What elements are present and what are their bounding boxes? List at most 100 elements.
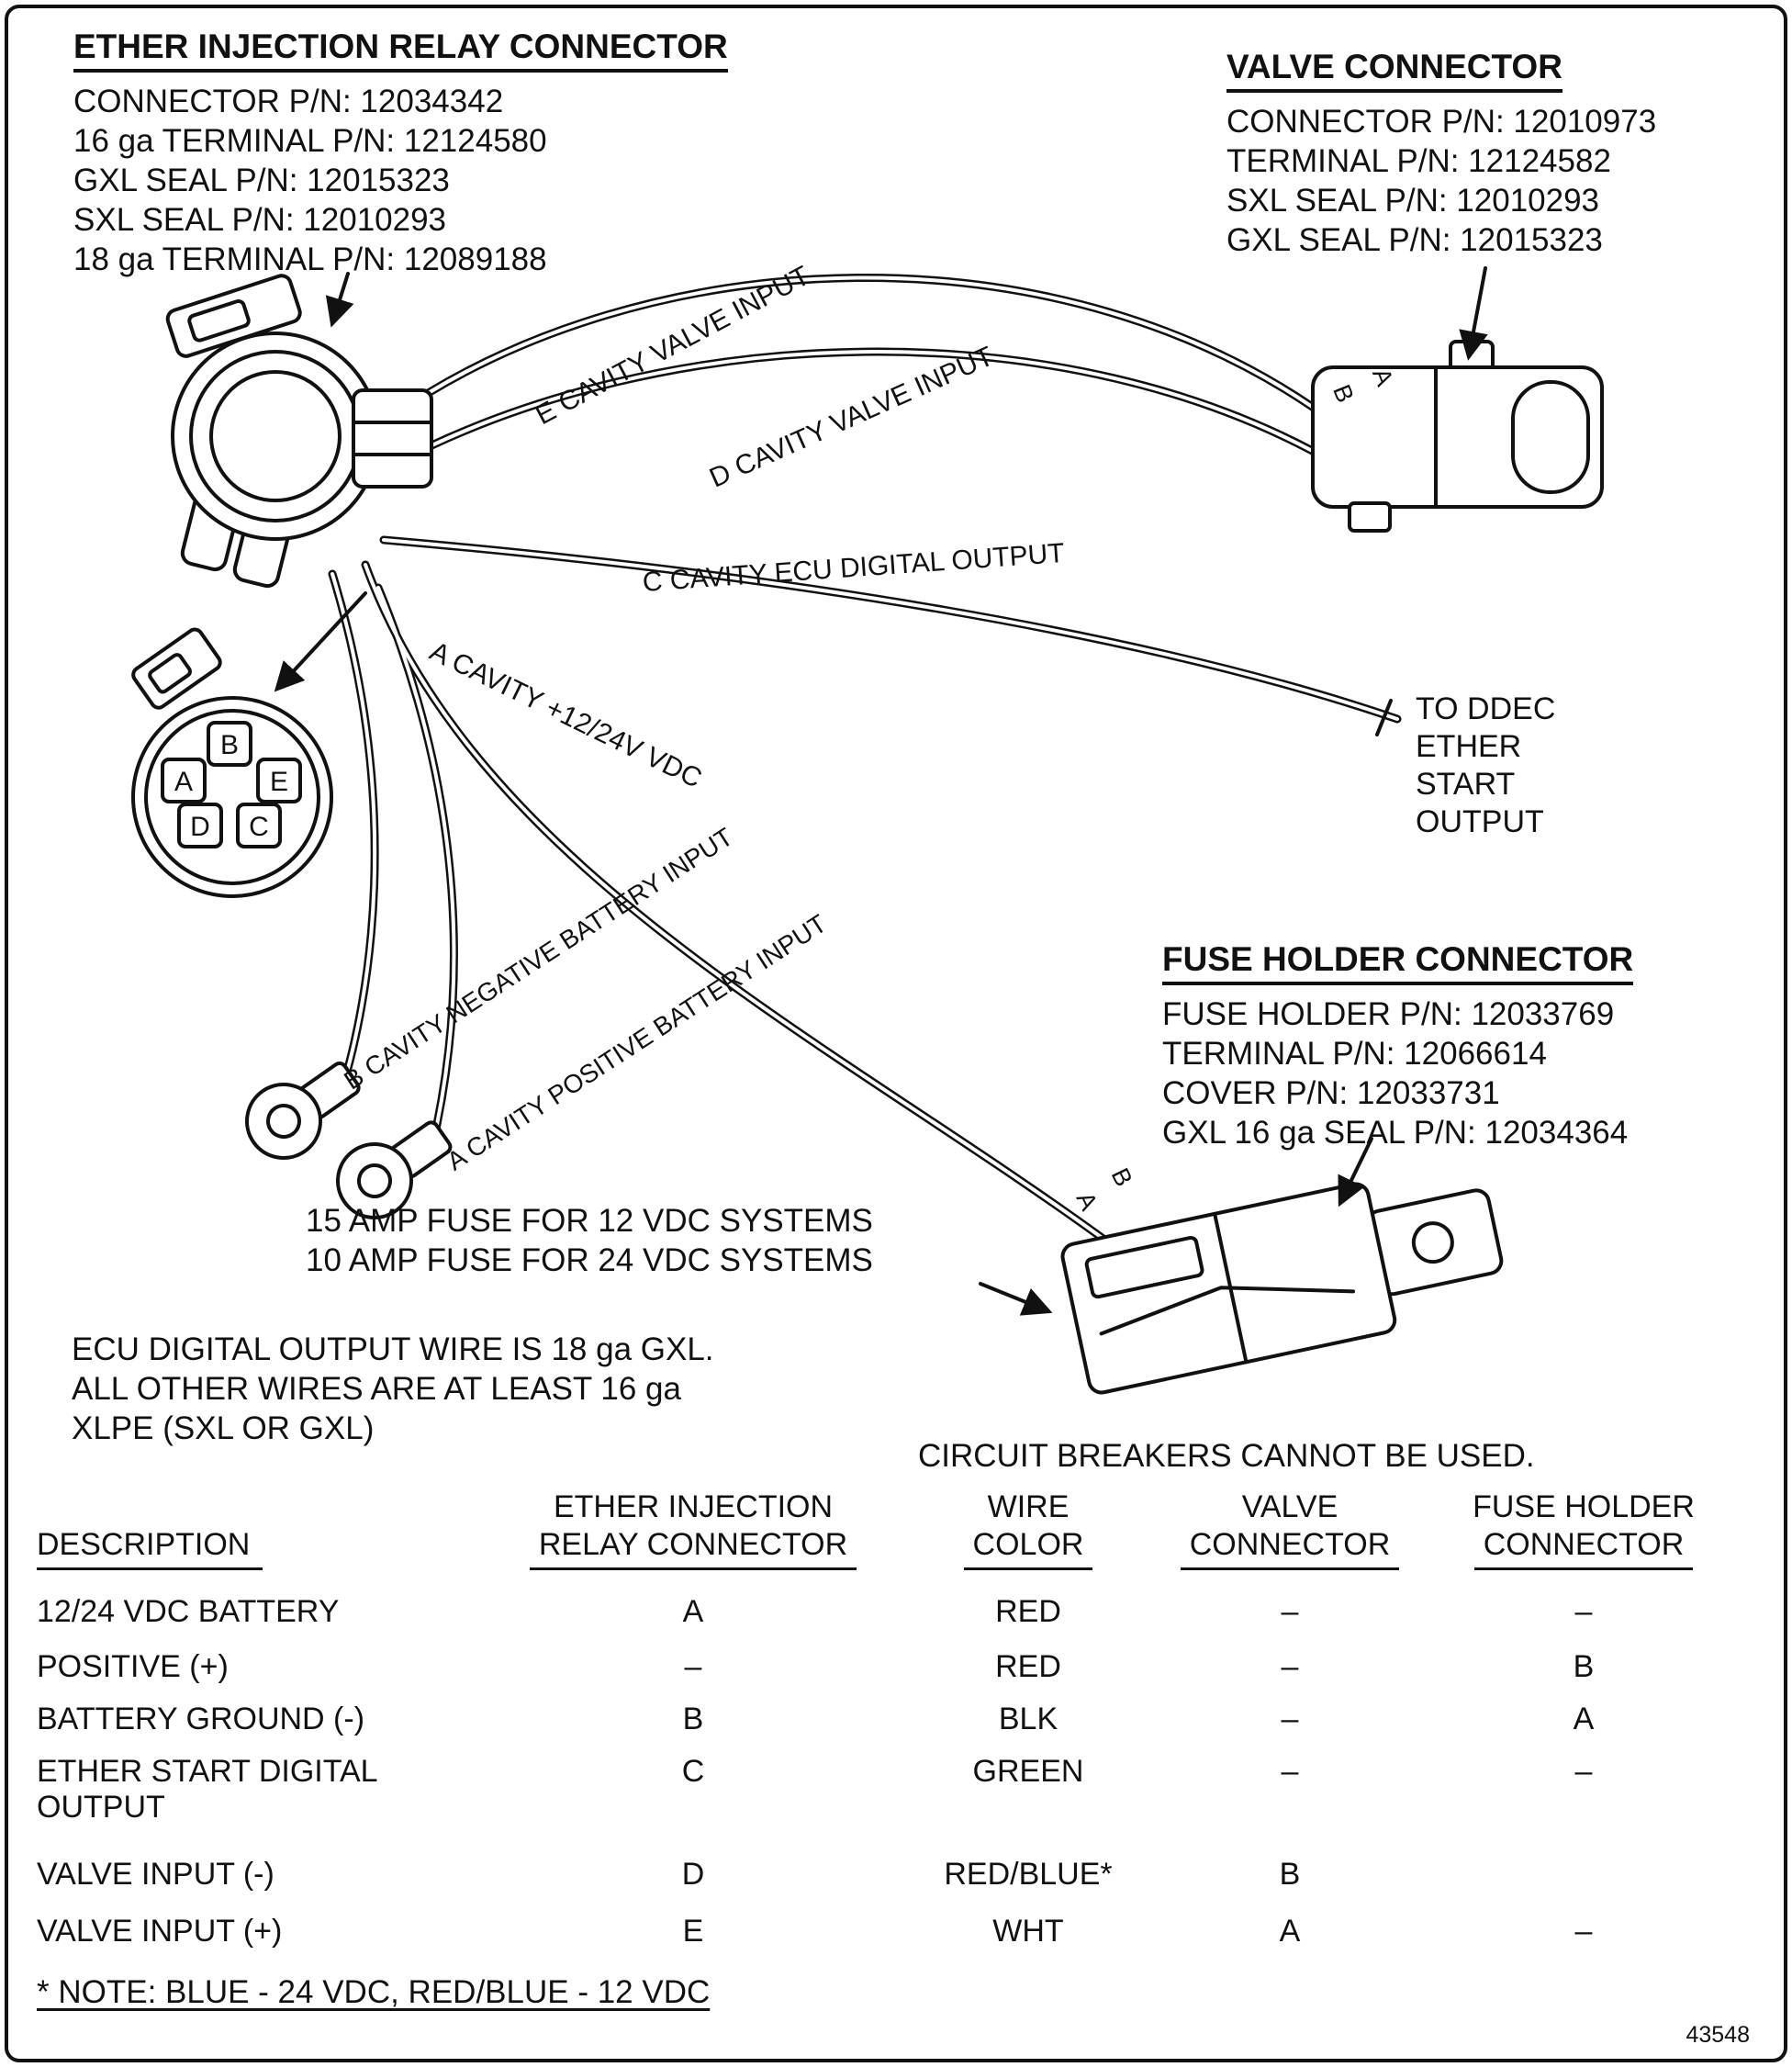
- col-valve-line2: CONNECTOR: [1180, 1527, 1400, 1570]
- cell-valve: A: [1279, 1914, 1301, 1949]
- valve-line: TERMINAL P/N: 12124582: [1226, 143, 1611, 179]
- ether-relay-connector-drawing: [165, 274, 433, 589]
- fuse-pin-letter-b: B: [1106, 1163, 1138, 1190]
- col-ether-line2: RELAY CONNECTOR: [529, 1527, 857, 1570]
- fuse-holder-line: FUSE HOLDER P/N: 12033769: [1162, 996, 1615, 1032]
- fuse-holder-drawing: [1060, 1182, 1504, 1395]
- col-valve-line1: VALVE: [1241, 1489, 1338, 1524]
- cavity-e: [256, 758, 302, 803]
- valve-connector-drawing: B A: [1311, 340, 1604, 533]
- ether-relay-line: CONNECTOR P/N: 12034342: [73, 84, 504, 119]
- cavity-letter-b: B: [220, 730, 239, 760]
- cell-valve: –: [1281, 1702, 1299, 1736]
- col-fuse-line2: CONNECTOR: [1473, 1527, 1694, 1570]
- cell-fuse: –: [1574, 1594, 1593, 1629]
- fuse-holder-line: GXL 16 ga SEAL P/N: 12034364: [1162, 1115, 1629, 1151]
- col-wire-line2: COLOR: [963, 1527, 1093, 1570]
- arrow-cavity-face: [274, 591, 367, 692]
- fuse-holder-block: FUSE HOLDER CONNECTOR FUSE HOLDER P/N: 1…: [1162, 940, 1634, 1152]
- ether-relay-line: SXL SEAL P/N: 12010293: [73, 202, 447, 238]
- valve-block: VALVE CONNECTOR CONNECTOR P/N: 12010973 …: [1226, 48, 1656, 260]
- table-row: VALVE INPUT (+) E WHT A –: [37, 1897, 1744, 1950]
- cell-wire: RED: [995, 1594, 1061, 1629]
- cell-wire: GREEN: [972, 1754, 1084, 1789]
- ether-relay-line: 16 ga TERMINAL P/N: 12124580: [73, 123, 547, 159]
- valve-line: CONNECTOR P/N: 12010973: [1226, 104, 1657, 140]
- ddec-output-label: TO DDEC ETHER START OUTPUT: [1416, 691, 1556, 839]
- table-row: POSITIVE (+) – RED – B: [37, 1633, 1744, 1685]
- wire-cut-mark: [1375, 699, 1393, 736]
- cell-desc: BATTERY GROUND (-): [37, 1702, 365, 1736]
- relay-cavity-face-view: B A E D C: [131, 627, 333, 898]
- cell-fuse: –: [1574, 1754, 1593, 1789]
- fuse-window: [1084, 1235, 1204, 1299]
- table-footnote: * NOTE: BLUE - 24 VDC, RED/BLUE - 12 VDC: [37, 1974, 711, 2010]
- cavity-letter-e: E: [270, 767, 288, 797]
- negative-ring-terminal: [245, 1061, 361, 1160]
- table-row: BATTERY GROUND (-) B BLK – A: [37, 1685, 1744, 1737]
- valve-cap: [1511, 380, 1590, 494]
- arrow-ether-relay: [325, 272, 354, 328]
- col-description: DESCRIPTION: [37, 1527, 263, 1570]
- cell-valve: –: [1281, 1594, 1299, 1629]
- table-row: ETHER START DIGITAL OUTPUT C GREEN – –: [37, 1737, 1744, 1840]
- valve-line: SXL SEAL P/N: 12010293: [1226, 183, 1600, 219]
- cell-wire: RED/BLUE*: [944, 1857, 1113, 1892]
- cell-desc: ETHER START DIGITAL OUTPUT: [37, 1754, 377, 1825]
- cavity-letter-a: A: [174, 767, 193, 797]
- cell-valve: –: [1281, 1649, 1299, 1684]
- leader-arrows: [274, 266, 1488, 1316]
- cell-fuse: B: [1573, 1649, 1595, 1684]
- cell-ether: B: [682, 1702, 704, 1736]
- cell-desc: POSITIVE (+): [37, 1649, 229, 1684]
- ether-relay-block: ETHER INJECTION RELAY CONNECTOR CONNECTO…: [73, 28, 728, 279]
- cavity-d: [177, 803, 223, 848]
- cell-fuse: –: [1574, 1914, 1593, 1949]
- cell-valve: B: [1279, 1857, 1301, 1892]
- circuit-breaker-note: CIRCUIT BREAKERS CANNOT BE USED.: [918, 1438, 1535, 1474]
- cavity-a: [161, 758, 207, 803]
- cell-valve: –: [1281, 1754, 1299, 1789]
- page-border: [5, 5, 1787, 2062]
- arrow-valve-connector: [1459, 266, 1488, 361]
- cavity-letter-d: D: [190, 812, 210, 842]
- table-row: VALVE INPUT (-) D RED/BLUE* B: [37, 1840, 1744, 1897]
- col-fuse-line1: FUSE HOLDER: [1473, 1489, 1695, 1524]
- cell-ether: C: [681, 1754, 705, 1789]
- fuse-holder-line: COVER P/N: 12033731: [1162, 1075, 1500, 1111]
- col-ether-line1: ETHER INJECTION: [553, 1489, 834, 1524]
- cell-wire: BLK: [998, 1702, 1058, 1736]
- fuse-mount-hole: [1411, 1221, 1454, 1264]
- figure-number: 43548: [1686, 2022, 1750, 2048]
- cell-wire: WHT: [992, 1914, 1064, 1949]
- cell-desc: VALVE INPUT (-): [37, 1857, 274, 1892]
- table-row: 12/24 VDC BATTERY A RED – –: [37, 1578, 1744, 1633]
- cell-fuse: [1423, 1840, 1744, 1897]
- cell-ether: A: [682, 1594, 704, 1629]
- positive-ring-terminal: [336, 1120, 453, 1219]
- cell-ether: E: [682, 1914, 704, 1949]
- arrow-fuse-holder: [1338, 1137, 1373, 1208]
- wires: [332, 277, 1397, 1244]
- cavity-c: [236, 803, 282, 848]
- cell-ether: D: [681, 1857, 705, 1892]
- cell-desc: VALVE INPUT (+): [37, 1914, 283, 1949]
- fuse-holder-title: FUSE HOLDER CONNECTOR: [1162, 940, 1634, 985]
- cell-wire: RED: [995, 1649, 1061, 1684]
- arrow-fuse-note: [979, 1282, 1053, 1316]
- cavity-face-tab: [131, 627, 222, 710]
- relay-latch: [165, 274, 302, 358]
- valve-line: GXL SEAL P/N: 12015323: [1226, 222, 1603, 258]
- relay-terminal-block: [352, 388, 433, 489]
- cell-desc: 12/24 VDC BATTERY: [37, 1594, 340, 1629]
- valve-title: VALVE CONNECTOR: [1226, 48, 1562, 93]
- cavity-b: [207, 721, 252, 767]
- wire-gauge-note: ECU DIGITAL OUTPUT WIRE IS 18 ga GXL. AL…: [72, 1331, 714, 1446]
- cavity-letter-c: C: [249, 812, 269, 842]
- cell-fuse: A: [1573, 1702, 1595, 1736]
